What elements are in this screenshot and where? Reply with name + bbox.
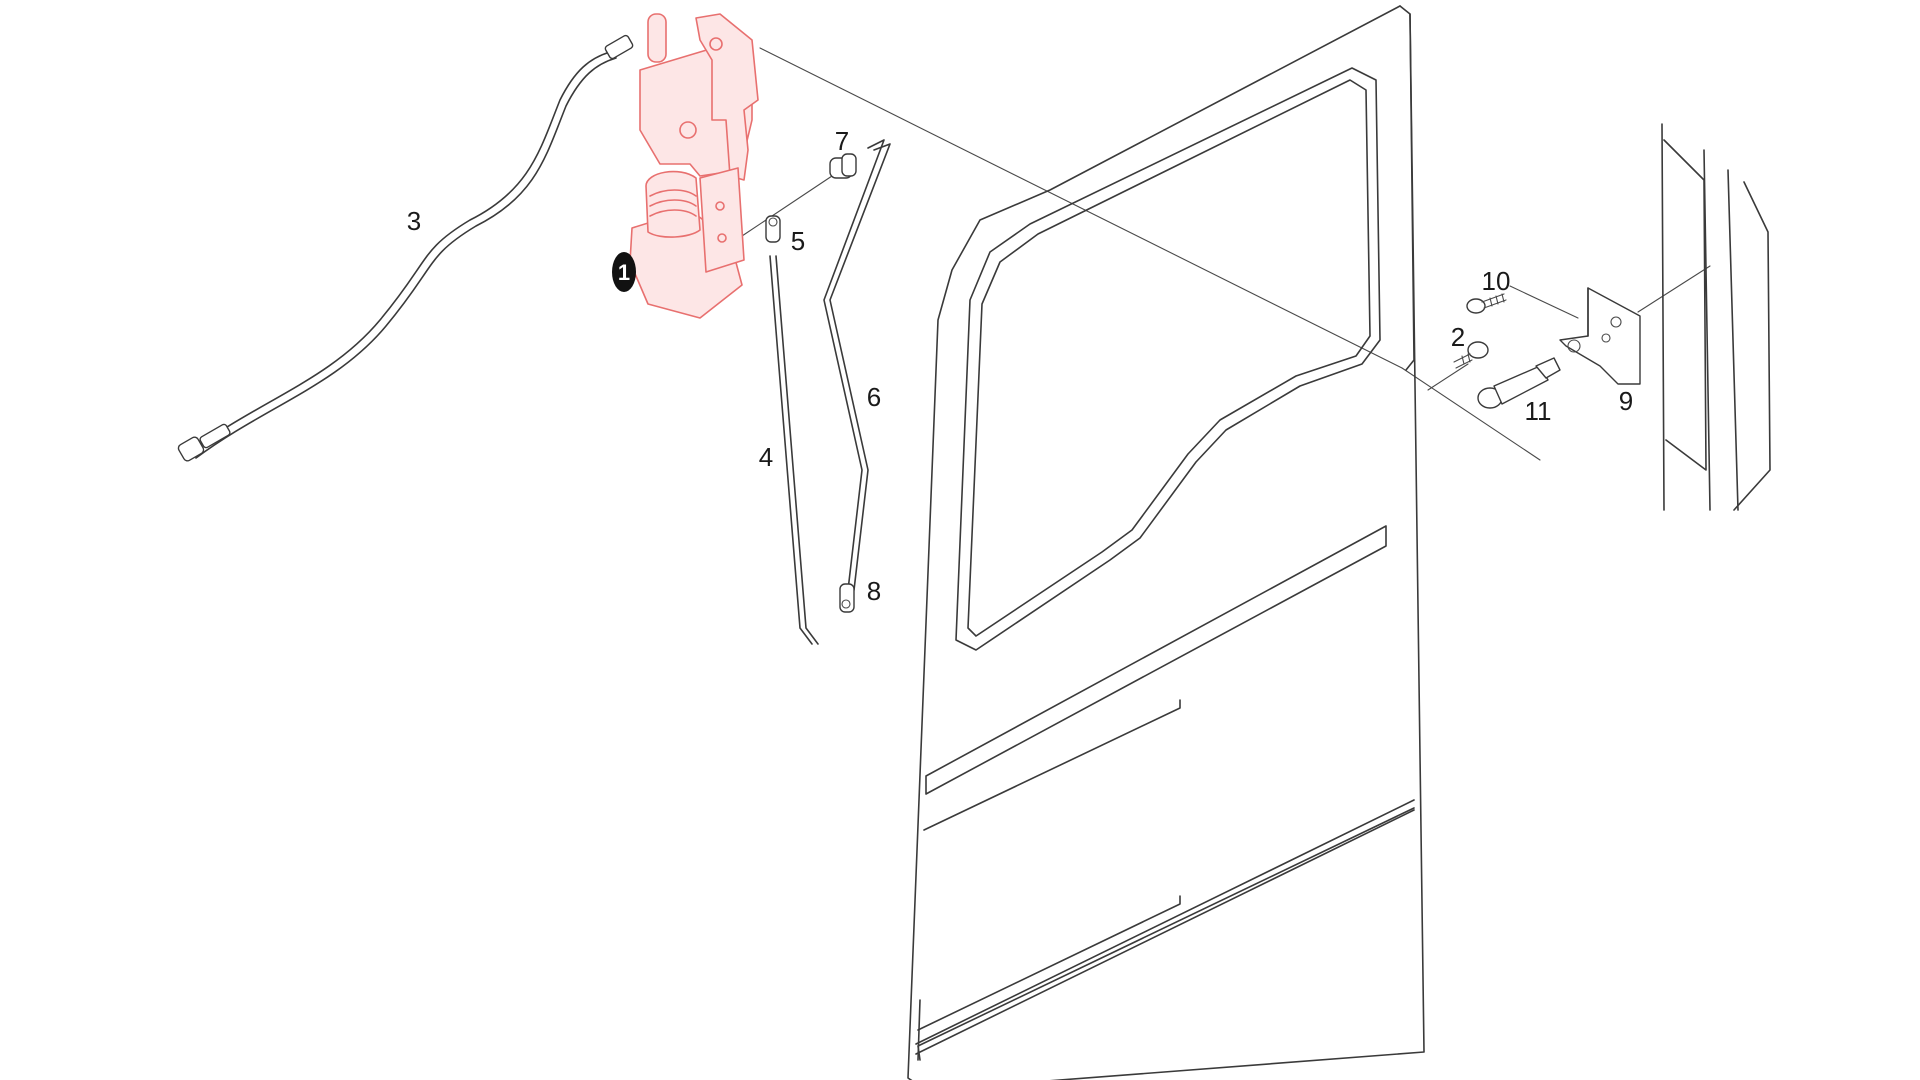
callout-6-label[interactable]: 6 xyxy=(867,382,881,412)
callout-2-label[interactable]: 2 xyxy=(1451,322,1465,352)
door-lock-part-1[interactable] xyxy=(629,13,759,319)
screw-part-10[interactable] xyxy=(1466,293,1507,314)
callout-9-label[interactable]: 9 xyxy=(1619,386,1633,416)
frame-pillar xyxy=(1661,123,1771,511)
callout-1[interactable]: 1 xyxy=(612,252,636,292)
cable-part-3[interactable] xyxy=(177,34,634,462)
callout-5-label[interactable]: 5 xyxy=(791,226,805,256)
pin-part-11[interactable] xyxy=(1477,357,1561,409)
clip-part-7[interactable] xyxy=(829,153,857,179)
callout-11-label[interactable]: 11 xyxy=(1525,396,1552,426)
screw-part-2[interactable] xyxy=(1453,341,1489,369)
callout-1-label: 1 xyxy=(618,260,630,285)
rod-part-4[interactable] xyxy=(769,255,819,645)
callout-3-label[interactable]: 3 xyxy=(407,206,421,236)
clip-part-5[interactable] xyxy=(765,215,781,243)
bracket-part-9[interactable] xyxy=(1559,287,1641,385)
callout-10-label[interactable]: 10 xyxy=(1482,266,1511,296)
callout-4-label[interactable]: 4 xyxy=(759,442,773,472)
callout-7-label[interactable]: 7 xyxy=(835,126,849,156)
callout-8-label[interactable]: 8 xyxy=(867,576,881,606)
clip-part-8[interactable] xyxy=(839,583,855,613)
door-panel xyxy=(907,5,1425,1080)
rod-part-6[interactable] xyxy=(823,139,891,591)
leader-lines xyxy=(741,47,1711,461)
